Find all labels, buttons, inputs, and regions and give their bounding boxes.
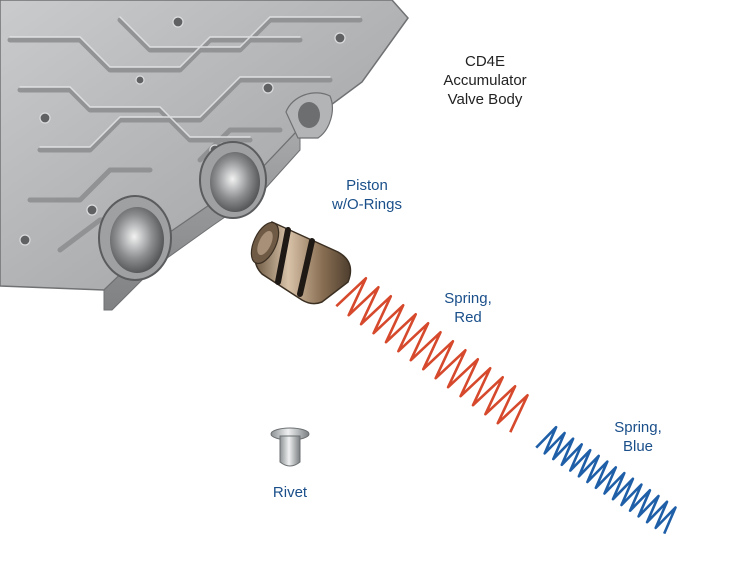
valve-body-title: CD4E Accumulator Valve Body [443, 53, 527, 108]
piston-label: Piston w/O-Rings [331, 177, 402, 213]
spring-blue-label: Spring, Blue [614, 419, 662, 455]
rivet-part [270, 427, 310, 467]
spring-red [335, 277, 529, 433]
spring-blue [535, 425, 677, 535]
piston-with-o-rings [250, 221, 352, 305]
accumulator-bore-right [199, 141, 267, 219]
rivet-label: Rivet [272, 484, 308, 501]
valve-body-casting [0, 0, 409, 311]
spring-red-label: Spring, Red [444, 290, 492, 326]
accumulator-bore-left [98, 195, 172, 281]
